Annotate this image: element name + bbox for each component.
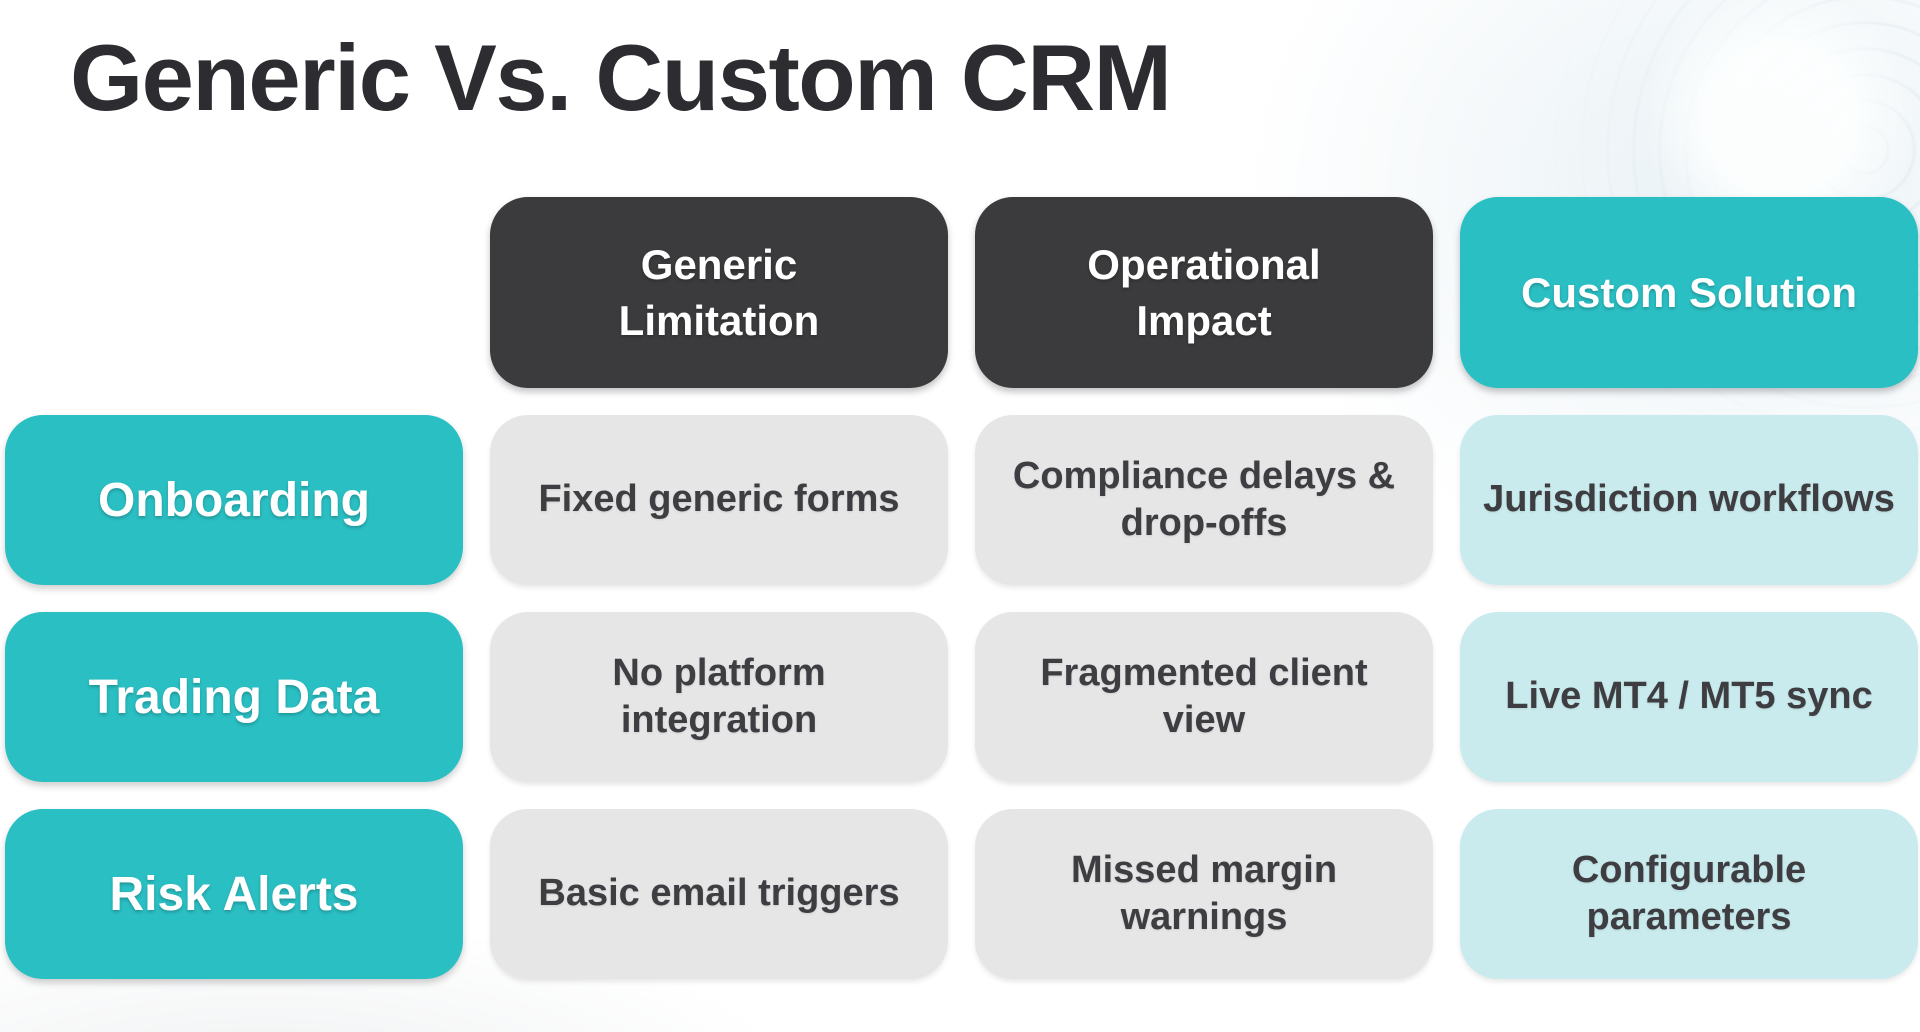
table-cell-trading-limitation: No platform integration — [490, 612, 948, 782]
table-cell-onboarding-solution: Jurisdiction workflows — [1460, 415, 1918, 585]
table-cell-onboarding-limitation: Fixed generic forms — [490, 415, 948, 585]
row-header-label: Risk Alerts — [109, 867, 359, 921]
table-cell-trading-impact: Fragmented client view — [975, 612, 1433, 782]
table-cell-risk-limitation: Basic email triggers — [490, 809, 948, 979]
row-header-label: Onboarding — [98, 473, 370, 527]
cell-text: Live MT4 / MT5 sync — [1505, 675, 1873, 718]
column-header-label: Custom Solution — [1521, 268, 1857, 316]
table-cell-risk-impact: Missed margin warnings — [975, 809, 1433, 979]
column-header-label: Operational Impact — [1087, 240, 1321, 344]
column-header-operational-impact: Operational Impact — [975, 197, 1433, 388]
cell-text: Jurisdiction workflows — [1483, 478, 1895, 521]
comparison-table: Generic Limitation Operational Impact Cu… — [5, 197, 1918, 979]
cell-text: Missed margin warnings — [1070, 848, 1338, 938]
page-title: Generic Vs. Custom CRM — [70, 25, 1172, 130]
row-header-onboarding: Onboarding — [5, 415, 463, 585]
column-header-custom-solution: Custom Solution — [1460, 197, 1918, 388]
cell-text: Fragmented client view — [1040, 651, 1368, 741]
cell-text: Configurable parameters — [1571, 848, 1807, 938]
table-corner-spacer — [5, 197, 463, 388]
table-cell-risk-solution: Configurable parameters — [1460, 809, 1918, 979]
row-header-risk-alerts: Risk Alerts — [5, 809, 463, 979]
table-cell-onboarding-impact: Compliance delays & drop-offs — [975, 415, 1433, 585]
cell-text: Basic email triggers — [538, 872, 900, 915]
table-cell-trading-solution: Live MT4 / MT5 sync — [1460, 612, 1918, 782]
cell-text: No platform integration — [612, 651, 826, 741]
cell-text: Compliance delays & drop-offs — [1012, 454, 1396, 544]
row-header-trading-data: Trading Data — [5, 612, 463, 782]
column-header-label: Generic Limitation — [618, 240, 820, 344]
row-header-label: Trading Data — [88, 670, 380, 724]
cell-text: Fixed generic forms — [538, 478, 900, 521]
column-header-generic-limitation: Generic Limitation — [490, 197, 948, 388]
